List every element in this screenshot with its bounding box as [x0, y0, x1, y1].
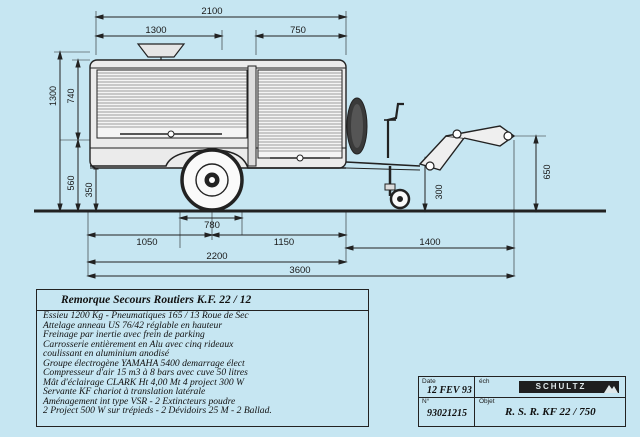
spec-title: Remorque Secours Routiers K.F. 22 / 12 [61, 294, 252, 306]
object-label: Objet [479, 398, 495, 405]
dim-label-2200: 2200 [206, 251, 227, 262]
dim-label-300: 300 [434, 184, 444, 199]
spec-line: Mât d'éclairage CLARK Ht 4,00 Mt 4 proje… [43, 376, 245, 388]
date-value: 12 FEV 93 [427, 385, 472, 396]
brand-mark-icon [603, 381, 619, 393]
date-label: Date [422, 378, 436, 385]
spec-box: Remorque Secours Routiers K.F. 22 / 12 E… [36, 289, 369, 427]
brand-logo: SCHULTZ [519, 381, 603, 393]
dim-label-1150: 1150 [274, 237, 294, 248]
dim-label-2100: 2100 [201, 6, 222, 17]
number-value: 93021215 [427, 408, 467, 419]
dim-label-650: 650 [542, 164, 552, 179]
dim-label-1300-top: 1300 [145, 25, 166, 36]
scale-label: éch [479, 378, 490, 385]
dim-label-350: 350 [84, 182, 94, 197]
dim-label-750: 750 [290, 25, 306, 36]
roller-shutter-right [257, 69, 343, 159]
spec-title-rule [37, 310, 368, 311]
object-value: R. S. R. KF 22 / 750 [505, 406, 596, 418]
dim-label-1050: 1050 [136, 237, 157, 248]
spec-line: Aménagement int type VSR - 2 Extincteurs… [43, 395, 236, 407]
dim-label-560: 560 [66, 175, 76, 190]
spec-line: coulissant en aluminium anodisé [43, 348, 170, 360]
roof-lamp [136, 43, 186, 58]
dim-label-1300-left: 1300 [48, 86, 58, 106]
spec-line: Essieu 1200 Kg - Pneumatiques 165 / 13 R… [43, 310, 249, 321]
roller-shutter-left [96, 69, 248, 139]
number-label: N° [422, 398, 430, 405]
spec-line: Carrosserie entièrement en Alu avec cinq… [43, 338, 234, 350]
spec-list: Essieu 1200 Kg - Pneumatiques 165 / 13 R… [43, 311, 272, 416]
spec-line: Attelage anneau US 76/42 réglable en hau… [43, 319, 223, 331]
spec-line: Groupe électrogène YAMAHA 5400 demarrage… [43, 357, 245, 369]
spec-line: Freinage par inertie avec frein de parki… [43, 329, 205, 341]
dim-label-1400: 1400 [419, 237, 440, 248]
dim-label-3600: 3600 [289, 265, 310, 276]
spec-line: 2 Project 500 W sur trépieds - 2 Dévidoi… [43, 405, 272, 417]
dim-label-740: 740 [66, 88, 76, 103]
dim-label-780: 780 [204, 220, 220, 231]
title-block: Date 12 FEV 93 éch SCHULTZ N° 93021215 O… [418, 376, 626, 427]
spec-line: Compresseur d'air 15 m3 à 8 bars avec cu… [43, 367, 248, 379]
spec-line: Servante KF chariot à translation latéra… [43, 386, 206, 398]
